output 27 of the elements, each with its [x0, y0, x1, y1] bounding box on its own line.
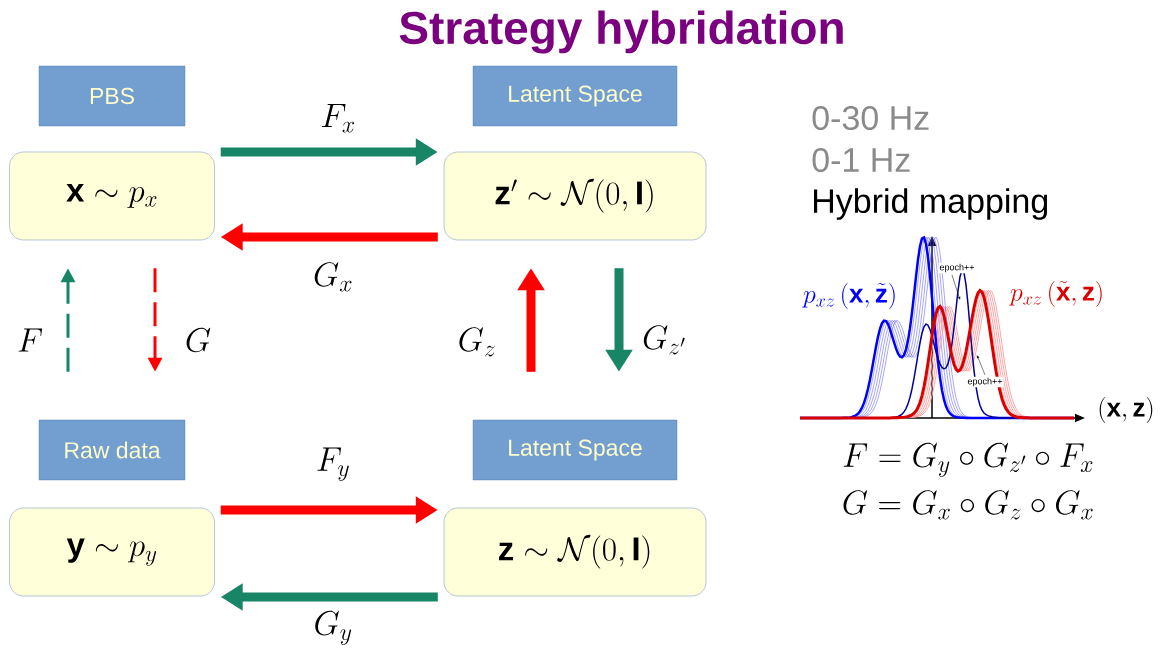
title-box: Latent Space: [472, 65, 678, 127]
formula-box: $\mathbf{z}' \sim \mathcal{N}(0, \mathbf{I})$: [443, 151, 707, 241]
formula-box: $\mathbf{x} \sim p_x$: [9, 151, 215, 241]
legend-text: 0-30 Hz: [810, 104, 932, 132]
edge-label: $F_y$: [317, 447, 349, 481]
formula-label: $p_{xz}\left(\tilde{\mathbf{x}}, \mathbf{z}\right)$: [1008, 279, 1106, 309]
edge-label: $G$: [186, 327, 211, 353]
title-box: Raw data: [38, 419, 186, 481]
formula-box: $\mathbf{y} \sim p_y$: [9, 507, 215, 597]
formula-label: $p_{xz}\left(\mathbf{x}, \tilde{\mathbf{z}}\right)$: [801, 281, 899, 311]
formula-label: $(\mathbf{x}, \mathbf{z})$: [1096, 396, 1156, 424]
formula-label: $G = G_x \circ G_z \circ G_x$: [840, 489, 1096, 521]
edge-label: $G_z$: [459, 327, 495, 357]
formula-box: $\mathbf{z} \sim \mathcal{N}(0, \mathbf{I})$: [443, 507, 707, 597]
title-box: Latent Space: [472, 419, 678, 481]
title: Strategy hybridation: [399, 10, 843, 54]
epoch-label: epoch++: [938, 262, 976, 274]
legend-text: Hybrid mapping: [810, 187, 1051, 221]
formula-label: $F = G_y \circ G_{z'} \circ F_x$: [841, 442, 1095, 478]
legend-text: 0-1 Hz: [810, 146, 913, 174]
edge-label: $G_{z'}$: [643, 325, 685, 355]
edge-label: $F$: [18, 328, 43, 352]
edge-label: $G_y$: [315, 610, 352, 645]
edge-label: $G_x$: [314, 262, 352, 292]
title-box: PBS: [38, 65, 186, 127]
epoch-label: epoch++: [966, 376, 1004, 388]
edge-label: $F_x$: [321, 103, 355, 133]
